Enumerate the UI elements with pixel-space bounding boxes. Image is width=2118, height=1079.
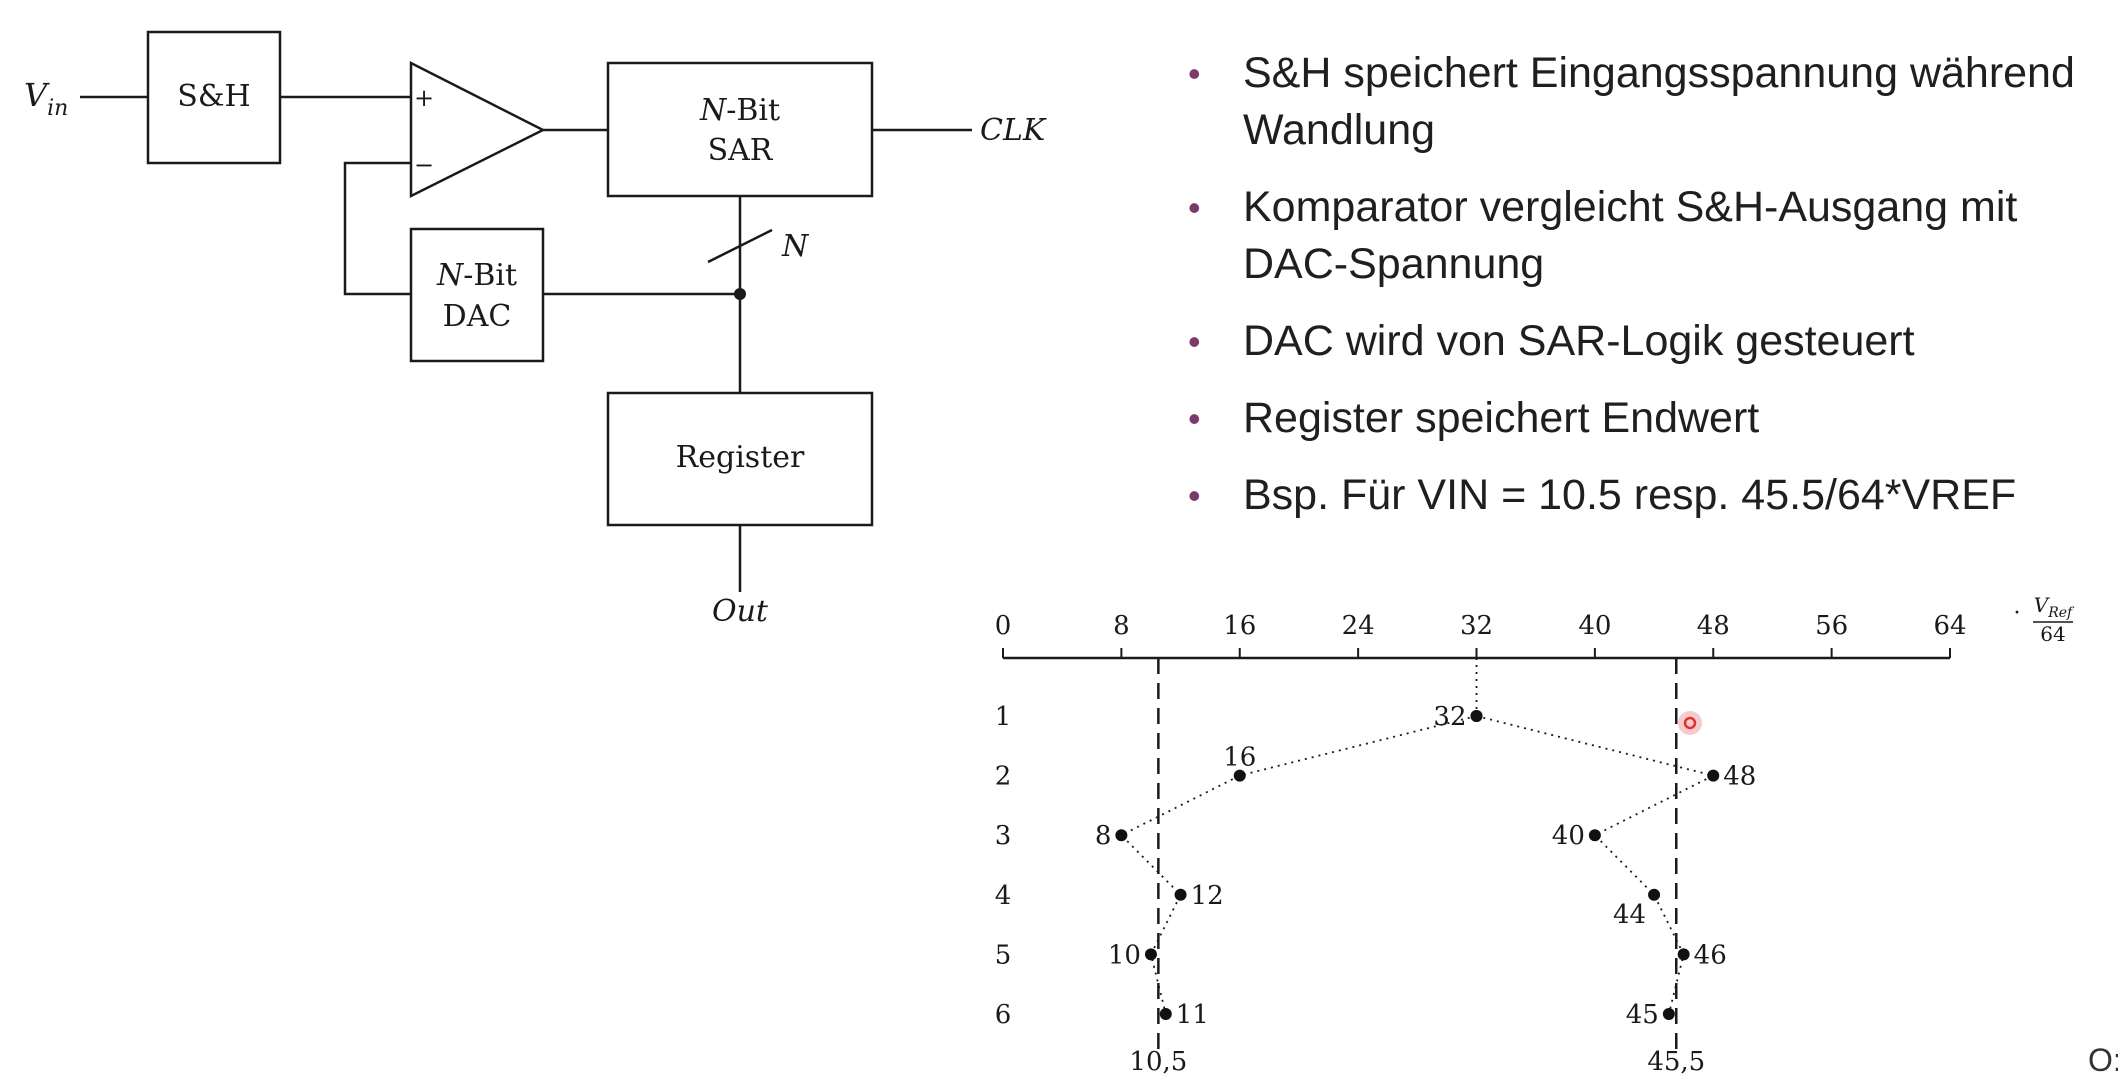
axis-unit-prefix: · xyxy=(2014,601,2021,626)
search-point xyxy=(1707,769,1720,782)
comparator-triangle xyxy=(409,60,546,199)
pointer-marker xyxy=(1683,716,1697,730)
bus-width-label: N xyxy=(781,229,810,264)
corner-text-fragment: O: xyxy=(2088,1042,2118,1078)
step-row-label: 3 xyxy=(995,821,1012,851)
pointer-marker-glow xyxy=(1678,711,1702,735)
search-point xyxy=(1159,1008,1172,1020)
search-path xyxy=(1476,715,1716,1015)
dac-label-line2: DAC xyxy=(443,299,512,334)
step-row-label: 2 xyxy=(995,762,1012,792)
search-point xyxy=(1470,710,1483,722)
output-label: Out xyxy=(712,594,769,629)
bus-junction-dot xyxy=(734,288,746,300)
search-point xyxy=(1144,948,1157,961)
register-label: Register xyxy=(676,440,805,475)
search-point-label: 40 xyxy=(1552,821,1585,851)
search-path xyxy=(1119,715,1477,1015)
x-axis-tick-label: 56 xyxy=(1815,611,1848,641)
step-row-label: 6 xyxy=(995,1000,1012,1030)
axis-unit-numerator: VRef xyxy=(2034,593,2075,621)
search-point-label: 12 xyxy=(1191,881,1224,911)
search-point-label: 45 xyxy=(1626,1000,1659,1030)
search-point-label: 48 xyxy=(1723,762,1756,792)
search-point-label: 32 xyxy=(1433,702,1466,732)
x-axis-tick-label: 8 xyxy=(1113,611,1130,641)
target-voltage-label: 10,5 xyxy=(1129,1047,1187,1075)
bus-width-slash xyxy=(707,228,773,264)
x-axis-tick-label: 32 xyxy=(1460,611,1493,641)
search-point xyxy=(1174,888,1187,901)
search-point xyxy=(1233,769,1246,782)
search-point-label: 46 xyxy=(1694,940,1727,970)
x-axis-tick-label: 16 xyxy=(1223,611,1256,641)
comparator-plus-label: + xyxy=(414,84,434,112)
target-voltage-label: 45,5 xyxy=(1647,1047,1705,1075)
search-point xyxy=(1588,829,1601,842)
search-point-label: 8 xyxy=(1095,821,1112,851)
sar-label-line2: SAR xyxy=(708,133,774,168)
x-axis-tick-label: 40 xyxy=(1578,611,1611,641)
step-row-label: 1 xyxy=(995,702,1012,732)
bullet-dot-icon: • xyxy=(1188,475,1201,516)
search-point xyxy=(1662,1008,1675,1020)
sar-logic-box xyxy=(606,61,874,198)
input-voltage-label: Vin xyxy=(24,76,68,121)
sar-adc-block-diagram xyxy=(80,30,972,592)
search-point xyxy=(1115,829,1128,842)
search-point xyxy=(1677,948,1690,961)
dac-box xyxy=(409,227,545,363)
x-axis-tick-label: 0 xyxy=(995,611,1012,641)
bullet-dot-icon: • xyxy=(1188,321,1201,362)
bullet-dot-icon: • xyxy=(1188,398,1201,439)
axis-unit-denominator: 64 xyxy=(2040,622,2065,646)
x-axis-tick-label: 48 xyxy=(1697,611,1730,641)
bullet-dot-icon: • xyxy=(1188,187,1201,228)
bullet-item: •Bsp. Für VIN = 10.5 resp. 45.5/64*VREF xyxy=(1178,467,2118,524)
sample-hold-label: S&H xyxy=(177,79,250,114)
bullet-item: •DAC wird von SAR-Logik gesteuert xyxy=(1178,313,2118,370)
search-point-label: 11 xyxy=(1176,1000,1209,1030)
clk-label: CLK xyxy=(980,113,1047,148)
bullet-item: •Register speichert Endwert xyxy=(1178,390,2118,447)
bullet-dot-icon: • xyxy=(1188,53,1201,94)
x-axis-tick-label: 64 xyxy=(1933,611,1966,641)
step-row-label: 4 xyxy=(995,881,1012,911)
search-point-label: 10 xyxy=(1108,940,1141,970)
bullet-item: •S&H speichert Eingangsspannung während … xyxy=(1178,45,2118,159)
sar-label-line1: N-Bit xyxy=(699,93,780,128)
search-point-label: 16 xyxy=(1223,743,1256,773)
search-point xyxy=(1648,888,1661,901)
bullet-item: •Komparator vergleicht S&H-Ausgang mit D… xyxy=(1178,179,2118,293)
bullet-list: •S&H speichert Eingangsspannung während … xyxy=(1178,45,2118,544)
dac-feedback-wire xyxy=(343,161,411,296)
step-row-label: 5 xyxy=(995,940,1012,970)
dac-label-line1: N-Bit xyxy=(436,258,517,293)
comparator-minus-label: − xyxy=(414,151,434,179)
search-point-label: 44 xyxy=(1613,900,1646,930)
x-axis-tick-label: 24 xyxy=(1342,611,1375,641)
